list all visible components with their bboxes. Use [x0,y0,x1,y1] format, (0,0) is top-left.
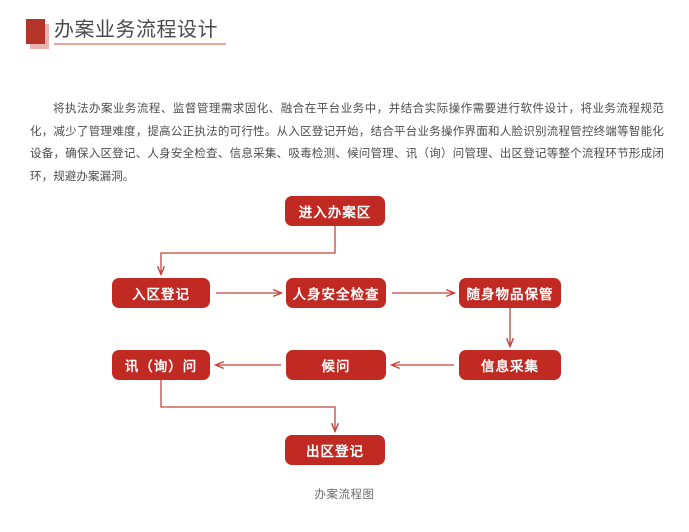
flow-node-interrogation[interactable]: 讯（询）问 [112,350,210,380]
page-title-text: 办案业务流程设计 [54,19,218,41]
flow-node-reg[interactable]: 入区登记 [112,278,210,308]
edge-enter-to-reg [161,226,336,274]
title-marker-icon [26,19,49,49]
page-title-text-wrap: 办案业务流程设计 [54,17,226,45]
flow-node-enter[interactable]: 进入办案区 [285,196,385,226]
flowchart-connectors [0,226,689,480]
flow-node-safety[interactable]: 人身安全检查 [286,278,386,308]
body-paragraph: 将执法办案业务流程、监督管理需求固化、融合在平台业务中，并结合实际操作需要进行软… [30,103,664,183]
flow-node-waiting[interactable]: 候问 [286,350,386,380]
page-title-underline [54,43,226,45]
flow-node-info-collection[interactable]: 信息采集 [459,350,561,380]
figure-caption: 办案流程图 [314,489,375,501]
page-title: 办案业务流程设计 [26,17,226,49]
flow-node-items[interactable]: 随身物品保管 [459,278,561,308]
flow-node-exit[interactable]: 出区登记 [285,435,385,465]
flowchart: 进入办案区 入区登记 人身安全检查 随身物品保管 讯（询）问 候问 信息采集 出… [0,180,689,480]
title-marker-square [26,19,45,44]
edge-interr-to-exit [160,380,335,431]
